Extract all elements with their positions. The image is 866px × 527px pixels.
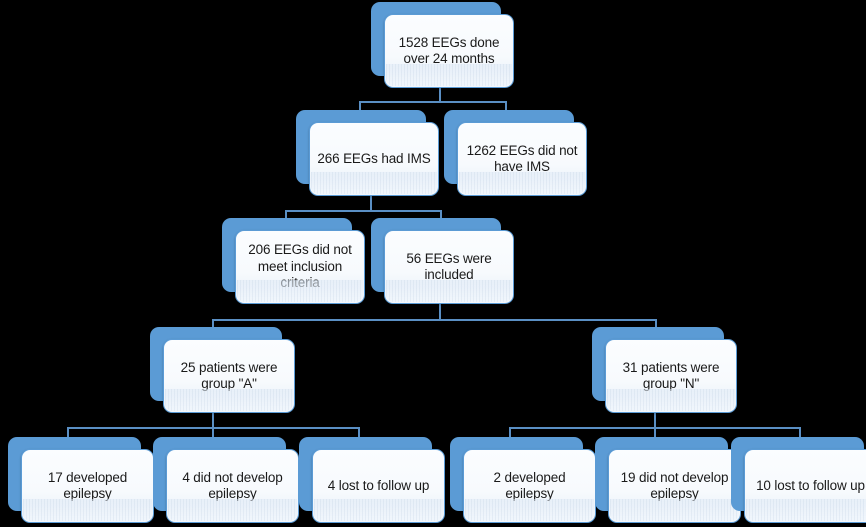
connector-l2-stem [370, 194, 372, 211]
node-label: 206 EEGs did not meet inclusion criteria [248, 242, 352, 291]
node-a-developed[interactable]: 17 developed epilepsy [8, 437, 160, 525]
connector-l2-drop-right [440, 210, 442, 218]
node-body: 31 patients were group "N" [605, 339, 737, 413]
node-a-not-developed[interactable]: 4 did not develop epilepsy [153, 437, 305, 525]
node-excluded[interactable]: 206 EEGs did not meet inclusion criteria [222, 218, 372, 308]
connector-l2-bar [285, 210, 442, 212]
node-body: 1528 EEGs done over 24 months [384, 14, 514, 88]
connector-l3-bar [212, 319, 656, 321]
connector-l4a-drop-right [358, 427, 360, 438]
connector-l1-bar [359, 101, 507, 103]
connector-l4n-stem [654, 408, 656, 428]
connector-l4a-drop-mid [212, 427, 214, 438]
node-body: 17 developed epilepsy [21, 449, 154, 523]
node-body: 4 did not develop epilepsy [166, 449, 299, 523]
node-body: 1262 EEGs did not have IMS [457, 122, 587, 196]
node-included[interactable]: 56 EEGs were included [371, 218, 521, 308]
node-body: 25 patients were group "A" [163, 339, 295, 413]
node-body: 56 EEGs were included [384, 230, 514, 304]
node-label: 1262 EEGs did not have IMS [466, 142, 578, 174]
node-body: 19 did not develop epilepsy [608, 449, 741, 523]
node-group-a[interactable]: 25 patients were group "A" [150, 327, 302, 417]
node-n-developed[interactable]: 2 developed epilepsy [450, 437, 602, 525]
connector-l4a-drop-left [67, 427, 69, 438]
node-n-not-developed[interactable]: 19 did not develop epilepsy [595, 437, 747, 525]
connector-l3-drop-right [655, 319, 657, 328]
connector-l1-stem [439, 88, 441, 102]
node-label: 17 developed epilepsy [47, 469, 128, 501]
node-label: 2 developed epilepsy [493, 469, 566, 501]
node-had-ims[interactable]: 266 EEGs had IMS [296, 110, 446, 198]
node-label: 19 did not develop epilepsy [620, 469, 729, 501]
node-group-n[interactable]: 31 patients were group "N" [592, 327, 744, 417]
connector-l4n-drop-mid [654, 427, 656, 438]
node-body: 10 lost to follow up [744, 449, 866, 523]
connector-l3-stem [439, 300, 441, 320]
node-label: 25 patients were group "A" [180, 359, 278, 391]
connector-l1-drop-left [359, 101, 361, 111]
connector-l4n-drop-right [799, 427, 801, 438]
node-label: 4 did not develop epilepsy [182, 469, 283, 501]
node-label: 1528 EEGs done over 24 months [398, 34, 500, 66]
node-body: 4 lost to follow up [312, 449, 445, 523]
node-body: 266 EEGs had IMS [309, 122, 439, 196]
node-label: 10 lost to follow up [756, 477, 865, 493]
node-a-lost[interactable]: 4 lost to follow up [299, 437, 451, 525]
node-label: 31 patients were group "N" [622, 359, 720, 391]
connector-l1-drop-right [505, 101, 507, 111]
node-total-eegs[interactable]: 1528 EEGs done over 24 months [371, 2, 521, 92]
node-no-ims[interactable]: 1262 EEGs did not have IMS [444, 110, 594, 198]
connector-l4a-stem [212, 408, 214, 428]
node-body: 2 developed epilepsy [463, 449, 596, 523]
node-n-lost[interactable]: 10 lost to follow up [731, 437, 866, 525]
node-label: 4 lost to follow up [327, 477, 430, 493]
connector-l2-drop-left [285, 210, 287, 218]
connector-l4n-drop-left [509, 427, 511, 438]
node-label: 266 EEGs had IMS [317, 150, 431, 166]
node-body: 206 EEGs did not meet inclusion criteria [235, 230, 365, 304]
connector-l3-drop-left [212, 319, 214, 328]
node-label: 56 EEGs were included [406, 250, 492, 282]
